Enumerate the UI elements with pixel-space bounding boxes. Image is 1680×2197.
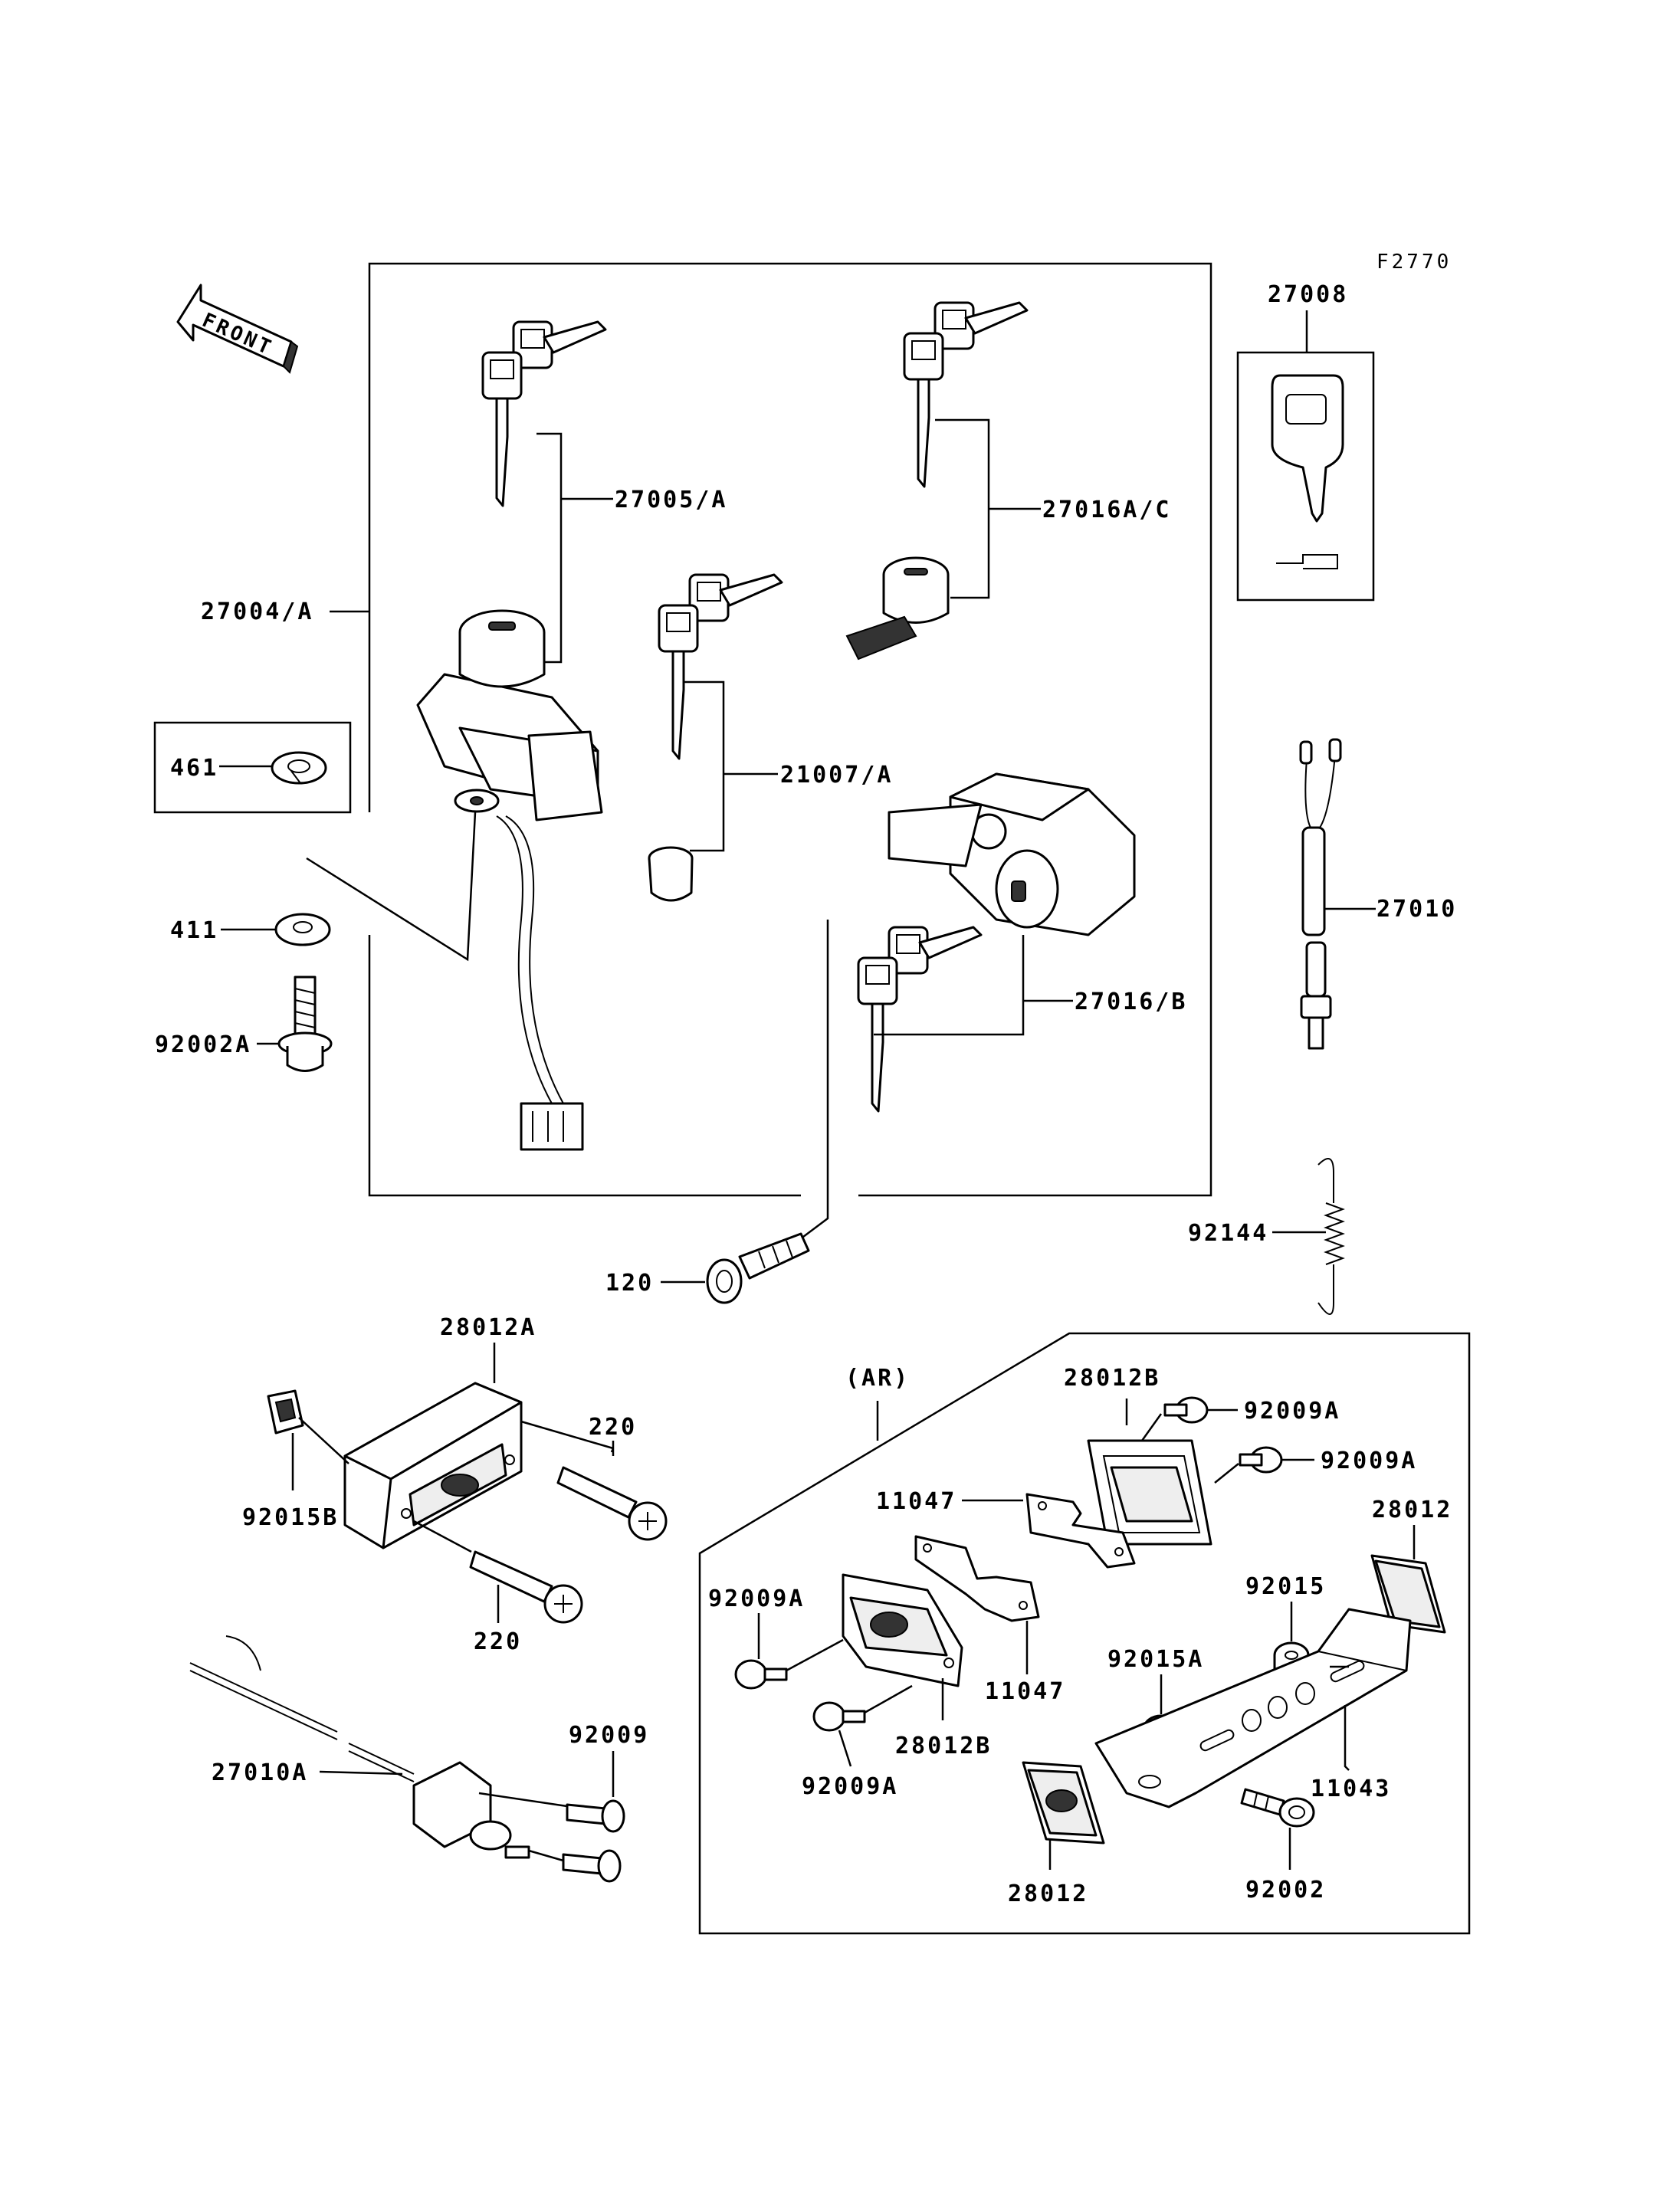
reflector-28012b-lower [842, 1573, 963, 1720]
bracket-11047-lower [914, 1535, 1040, 1674]
key-blank-27008 [1236, 310, 1375, 602]
reflector-28012a [343, 1343, 523, 1549]
switch-27010 [1299, 738, 1376, 1050]
leader-21007a [684, 680, 778, 852]
label-220b: 220 [474, 1628, 522, 1655]
key-pair-27016b [857, 926, 983, 1113]
label-92009: 92009 [569, 1722, 649, 1749]
screw-220-upper [520, 1420, 668, 1541]
leader-27016b [874, 935, 1073, 1036]
ignition-kit-frame [368, 262, 1212, 1197]
label-92009a-1: 92009A [1244, 1398, 1340, 1425]
screw-220-lower [413, 1520, 583, 1624]
reflector-28012-lower [1022, 1761, 1105, 1870]
ar-label: (AR) [845, 1365, 910, 1392]
label-27005a: 27005/A [615, 487, 727, 513]
label-461: 461 [170, 755, 218, 782]
label-11047b: 11047 [985, 1678, 1065, 1705]
label-27010a: 27010A [212, 1759, 308, 1786]
label-92002a: 92002A [155, 1031, 251, 1058]
bracket-11043 [1094, 1608, 1412, 1808]
front-arrow-icon: FRONT [176, 284, 299, 374]
label-92015a: 92015A [1107, 1646, 1204, 1673]
label-27004a: 27004/A [201, 598, 313, 625]
label-27008: 27008 [1268, 281, 1348, 308]
label-27016ac: 27016A/C [1042, 497, 1172, 523]
label-28012b-lower-right: 28012 [1008, 1881, 1088, 1907]
key-pair-27016ac [845, 301, 1029, 661]
washer-411 [221, 913, 331, 946]
switch-27010a [189, 1635, 530, 1859]
bolt-92002 [1240, 1788, 1315, 1870]
screw-92009a-1 [1140, 1396, 1238, 1441]
figure-code: F2770 [1376, 251, 1452, 274]
label-92009a-2: 92009A [1321, 1448, 1417, 1474]
label-11043: 11043 [1311, 1776, 1391, 1802]
bolt-120 [661, 920, 829, 1304]
screw-92009a-2 [1214, 1446, 1314, 1484]
label-28012a-right: 28012 [1372, 1497, 1452, 1523]
bracket-11047-upper [962, 1493, 1136, 1569]
label-21007a: 21007/A [780, 762, 893, 789]
label-27016b: 27016/B [1075, 989, 1187, 1015]
label-92002: 92002 [1245, 1877, 1326, 1904]
label-220a: 220 [589, 1414, 637, 1441]
label-92015: 92015 [1245, 1573, 1326, 1600]
screw-92009a-3 [734, 1613, 844, 1690]
leader-27016ac [935, 418, 1041, 599]
label-92015b: 92015B [242, 1504, 339, 1531]
key-pair-21007a [648, 573, 783, 902]
label-28012b-lower: 28012B [895, 1733, 992, 1759]
leader-27004a [306, 610, 477, 962]
label-92009a-4: 92009A [802, 1773, 898, 1800]
ar-reflector-frame [698, 1332, 1471, 1935]
label-28012b-top: 28012B [1064, 1365, 1160, 1392]
label-92144: 92144 [1188, 1220, 1268, 1247]
label-27010: 27010 [1376, 896, 1457, 923]
screw-92009 [478, 1751, 625, 1883]
ignition-switch [416, 609, 603, 1151]
collar-461 [153, 721, 352, 814]
clip-92015b [267, 1389, 349, 1490]
reflector-28012-right [1370, 1525, 1446, 1634]
label-28012a: 28012A [440, 1314, 536, 1341]
key-pair-27005a [481, 320, 607, 507]
label-120: 120 [605, 1270, 654, 1297]
label-411: 411 [170, 917, 218, 944]
bolt-92002a [257, 976, 333, 1072]
screw-92009a-4 [812, 1684, 913, 1767]
label-11047a: 11047 [876, 1488, 956, 1515]
seat-lock-27016b [888, 772, 1136, 936]
label-92009a-3: 92009A [708, 1585, 805, 1612]
spring-92144 [1272, 1158, 1345, 1315]
reflector-28012b-top [1087, 1399, 1212, 1546]
